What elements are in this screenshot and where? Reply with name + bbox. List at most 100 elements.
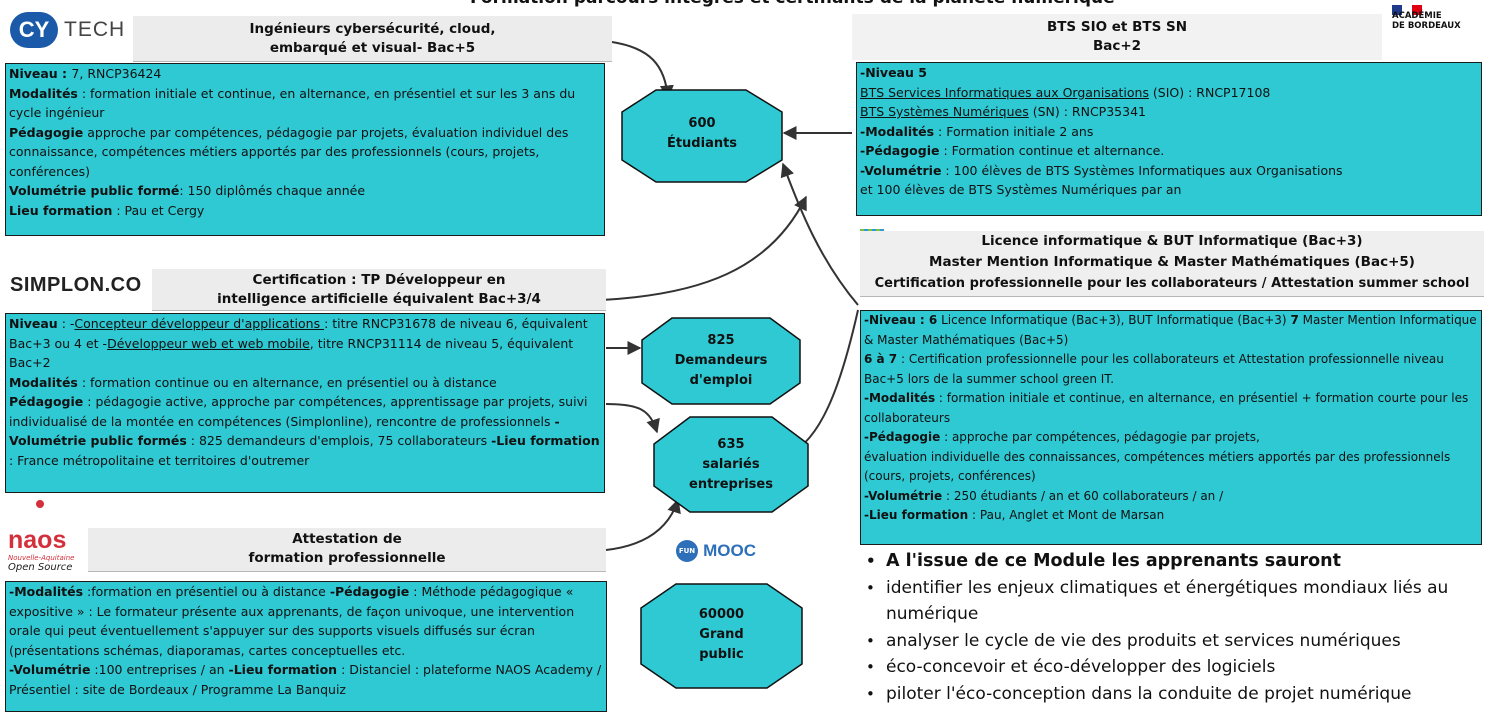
cytech-modalites-value: : formation initiale et continue, en alt… [9,85,576,121]
uppa-pedagogie-value2: évaluation individuelle des connaissance… [864,449,1451,484]
simplon-header-line1: Certification : TP Développeur en [252,272,506,288]
uppa-pedagogie-value: : approche par compétences, pédagogie pa… [940,430,1260,444]
cytech-niveau-label: Niveau : [9,66,72,81]
octagon-salaries-label: 635 salariés entreprises [654,435,808,495]
top-title: Formation parcours intégrés et certifian… [470,0,1115,8]
bts-niveau-label: -Niveau 5 [860,65,927,80]
cytech-header-line1: Ingénieurs cybersécurité, cloud, [249,21,496,37]
naos-header: Attestation de formation professionnelle [88,528,606,572]
octagon-demandeurs-text1: Demandeurs [674,353,768,368]
uppa-lieu-label: -Lieu formation [864,508,969,522]
arrow-simplon-to-etudiants [599,195,807,301]
marianne-icon [1392,0,1422,15]
outcome-item: piloter l'éco-conception dans la conduit… [864,681,1494,708]
simplon-niveau-c: , titre RNCP31114 de niveau 5, équivalen… [9,335,574,371]
bts-volumetrie-value: : 100 élèves de BTS Systèmes Informatiqu… [941,162,1343,178]
naos-lieu-label: -Lieu formation [228,662,338,677]
octagon-salaries-text1: salariés [702,457,760,472]
simplon-header-line2: intelligence artificielle équivalent Bac… [217,291,541,307]
cytech-volumetrie-label: Volumétrie public formé [9,183,180,198]
bts-header-line1: BTS SIO et BTS SN [1046,19,1188,35]
naos-header-line1: Attestation de [292,531,402,547]
arrow-cytech-to-etudiants [611,41,674,100]
octagon-etudiants-text: Étudiants [666,136,738,151]
uppa-pedagogie-label: -Pédagogie [864,430,941,444]
octagon-demandeurs-text2: d'emploi [689,373,753,388]
arrow-uppa-to-etudiants [780,162,859,306]
academie-logo: ACADÉMIE DE BORDEAUX [1392,0,1492,60]
octagon-demandeurs [641,317,801,405]
uppa-niveau-a: Licence Informatique (Bac+3), BUT Inform… [937,313,1291,327]
naos-volumetrie-label: -Volumétrie [9,662,91,677]
octagon-public-text1: Grand [699,627,744,642]
naos-pedagogie-label: -Pédagogie [329,584,410,599]
naos-logo: naos Nouvelle-Aquitaine Open Source [6,500,76,580]
naos-logo-sub1: Nouvelle-Aquitaine [8,554,75,562]
arrow-naos-to-salaries [605,498,681,551]
bts-modalites-value: : Formation initiale 2 ans [934,123,1094,139]
funmooc-mooc-text: MOOC [703,541,756,560]
outcome-item: éco-concevoir et éco-développer des logi… [864,654,1494,681]
naos-box: -Modalités :formation en présentiel ou à… [5,581,607,712]
cytech-modalites-label: Modalités [9,85,78,101]
octagon-salaries [653,416,809,513]
octagon-public-text2: public [699,647,744,662]
octagon-public-label: 60000 Grand public [641,605,802,665]
simplon-pedagogie-label: Pédagogie [9,394,84,409]
octagon-public-number: 60000 [698,607,745,622]
simplon-box: Niveau : -Concepteur développeur d'appli… [5,313,605,493]
simplon-modalites-value: : formation continue ou en alternance, e… [77,374,497,390]
bts-header-line2: Bac+2 [1092,38,1142,54]
octagon-etudiants-label: 600 Étudiants [622,114,782,154]
uppa-niveau-6: 6 [928,313,938,327]
uppa-header-line1: Licence informatique & BUT Informatique … [981,233,1363,249]
simplon-modalites-label: Modalités [9,374,78,390]
cytech-header: Ingénieurs cybersécurité, cloud, embarqu… [133,16,612,62]
octagon-etudiants [621,89,783,183]
uppa-header: Licence informatique & BUT Informatique … [860,231,1484,297]
simplon-header: Certification : TP Développeur en intell… [152,269,606,311]
simplon-niveau-b: : titre RNCP31678 de niveau 6, équivalen… [9,316,588,351]
uppa-modalites-value: : formation initiale et continue, en alt… [864,391,1469,425]
simplon-volumetrie-label: -Volumétrie public formés [9,413,560,449]
outcome-item: analyser le cycle de vie des produits et… [864,628,1494,655]
funmooc-logo: FUN MOOC [676,540,756,564]
cytech-header-line2: embarqué et visual- Bac+5 [269,40,476,56]
uppa-volumetrie-value: : 250 étudiants / an et 60 collaborateur… [942,488,1224,503]
bts-sn-rest: (SN) : RNCP35341 [1028,104,1146,119]
naos-pedagogie-value: : Méthode pédagogique « expositive » : L… [9,584,575,658]
simplon-volumetrie-value: : 825 demandeurs d'emplois, 75 collabora… [186,433,492,448]
cytech-niveau-value: 7, RNCP36424 [71,66,162,81]
bts-sio-rest: (SIO) : RNCP17108 [1148,84,1271,100]
simplon-cda-link[interactable]: Concepteur développeur d'applications [74,316,325,331]
cy-logo-icon: CY [10,12,58,48]
simplon-lieu-value: : France métropolitaine et territoires d… [9,452,310,468]
uppa-header-line3: Certification professionnelle pour les c… [874,276,1470,291]
uppa-six-sept: 6 à 7 [864,352,898,366]
simplon-pedagogie-value: : pédagogie active, approche par compéte… [9,394,588,429]
naos-logo-text: naos [8,526,67,554]
bts-sn-link[interactable]: BTS Systèmes Numériques [860,104,1029,119]
simplon-dwwm-link[interactable]: Développeur web et web mobile [107,335,310,351]
uppa-modalites-label: -Modalités [864,391,936,405]
simplon-lieu-label: -Lieu formation [491,433,600,448]
cytech-lieu-value: : Pau et Cergy [112,202,205,218]
cytech-logo-text: TECH [64,18,126,41]
bts-header: BTS SIO et BTS SN Bac+2 [852,14,1382,60]
outcomes-heading: A l'issue de ce Module les apprenants sa… [864,548,1494,575]
cytech-logo: CY TECH [10,12,130,52]
octagon-salaries-text2: entreprises [689,477,773,492]
naos-lieu-value: : Distanciel : plateforme NAOS Academy /… [9,662,602,697]
cytech-box: Niveau : 7, RNCP36424 Modalités : format… [5,63,605,236]
octagon-demandeurs-label: 825 Demandeurs d'emploi [642,331,800,391]
bts-sio-link[interactable]: BTS Services Informatiques aux Organisat… [860,84,1149,100]
academie-text: ACADÉMIE DE BORDEAUX [1392,11,1461,31]
uppa-lieu-value: : Pau, Anglet et Mont de Marsan [968,508,1165,522]
cytech-pedagogie-value: approche par compétences, pédagogie par … [9,124,569,179]
simplon-niveau-a: : - [57,316,75,331]
naos-logo-sub2: Open Source [8,562,73,573]
simplon-niveau-label: Niveau [9,316,58,331]
uppa-niveau-7: 7 [1290,313,1299,327]
naos-volumetrie-value: :100 entreprises / an [90,662,229,677]
outcome-item: identifier les enjeux climatiques et éne… [864,575,1494,628]
